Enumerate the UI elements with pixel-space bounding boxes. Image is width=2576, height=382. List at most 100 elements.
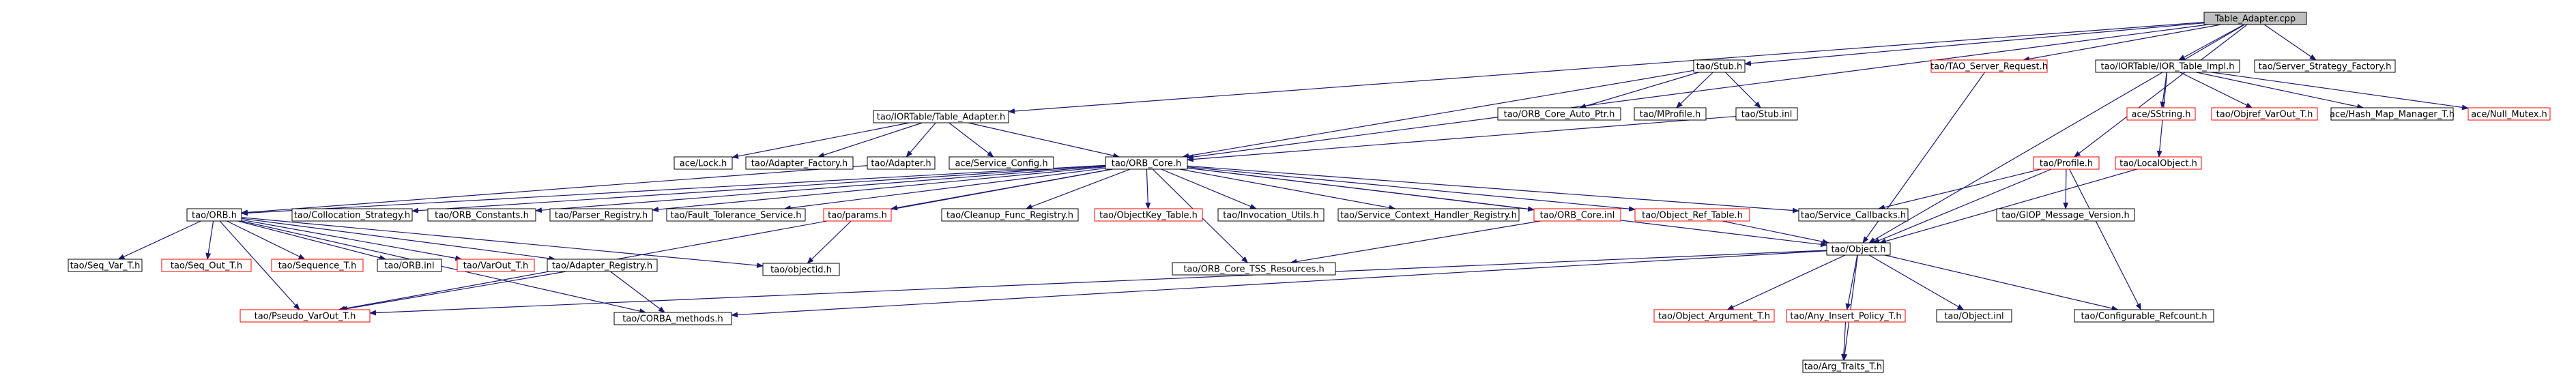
node-box — [1693, 59, 1746, 73]
node-label: tao/ORB.inl — [384, 261, 434, 271]
edge-orb_h-to-adapter_registry — [241, 218, 556, 261]
node-label: tao/Object.h — [1831, 245, 1885, 255]
node-orb-core-inl[interactable]: tao/ORB_Core.inl — [1533, 208, 1621, 222]
node-orb-core-h[interactable]: tao/ORB_Core.h — [1105, 156, 1188, 170]
node-objectkey-table[interactable]: tao/ObjectKey_Table.h — [1094, 208, 1203, 222]
node-corba-methods[interactable]: tao/CORBA_methods.h — [613, 312, 732, 325]
node-label: tao/ORB.h — [192, 211, 237, 221]
edge-orb_h-to-orb_inl — [237, 220, 387, 261]
edge-orb_h-to-varout_t — [241, 219, 463, 261]
node-tao-server-request[interactable]: tao/TAO_Server_Request.h — [1930, 59, 2048, 73]
node-varout-t[interactable]: tao/VarOut_T.h — [457, 259, 535, 272]
edge-ior_table_adapter-to-orb_core_h — [968, 122, 1120, 158]
node-box — [1798, 208, 1909, 222]
node-orb-core-tss[interactable]: tao/ORB_Core_TSS_Resources.h — [1172, 262, 1336, 276]
node-object-ref-table[interactable]: tao/Object_Ref_Table.h — [1634, 208, 1750, 222]
edge-adapter_h-to-orb_h — [241, 165, 868, 216]
node-box — [1172, 262, 1336, 276]
node-box — [1634, 107, 1707, 121]
node-service-callbacks[interactable]: tao/Service_Callbacks.h — [1798, 208, 1909, 222]
edge-object_h-to-corba_methods — [731, 250, 1827, 318]
node-box — [1094, 208, 1203, 222]
node-object-inl[interactable]: tao/Object.inl — [1936, 309, 2012, 323]
edge-orb_core_inl-to-orb_core_tss — [1290, 220, 1541, 265]
edge-root-to-profile_h — [2073, 24, 2248, 158]
node-box — [1786, 309, 1906, 323]
node-objectid[interactable]: tao/objectid.h — [762, 263, 840, 276]
node-cleanup-func-registry[interactable]: tao/Cleanup_Func_Registry.h — [941, 208, 1079, 222]
node-fault-tolerance[interactable]: tao/Fault_Tolerance_Service.h — [666, 208, 806, 222]
node-box — [867, 156, 936, 170]
edge-orb_core_h-to-fault_tolerance — [783, 167, 1106, 211]
node-label: tao/ORB_Core.h — [1112, 159, 1182, 169]
node-objref-varout[interactable]: tao/Objref_VarOut_T.h — [2211, 107, 2318, 121]
node-collocation-strategy[interactable]: tao/Collocation_Strategy.h — [291, 208, 413, 222]
edge-root-to-orb_core_h — [1187, 24, 2209, 160]
edge-orb_core_h-to-collocation_strategy — [411, 165, 1106, 214]
node-sequence-t[interactable]: tao/Sequence_T.h — [271, 259, 364, 272]
node-label: tao/ORB_Constants.h — [435, 211, 529, 221]
node-box — [762, 263, 840, 276]
node-box — [291, 208, 413, 222]
node-configurable-refcount[interactable]: tao/Configurable_Refcount.h — [2074, 309, 2214, 323]
node-params-h[interactable]: tao/params.h — [823, 208, 892, 222]
node-stub-inl[interactable]: tao/Stub.inl — [1735, 107, 1798, 121]
node-local-object[interactable]: tao/LocalObject.h — [2115, 156, 2202, 170]
node-service-context-handler[interactable]: tao/Service_Context_Handler_Registry.h — [1337, 208, 1520, 222]
node-null-mutex[interactable]: ace/Null_Mutex.h — [2468, 107, 2551, 121]
node-adapter-factory[interactable]: tao/Adapter_Factory.h — [745, 156, 854, 170]
node-box — [1802, 359, 1884, 373]
node-label: ace/Null_Mutex.h — [2471, 110, 2547, 120]
node-adapter-registry[interactable]: tao/Adapter_Registry.h — [547, 259, 658, 272]
node-orb-core-auto-ptr[interactable]: tao/ORB_Core_Auto_Ptr.h — [1497, 107, 1621, 121]
node-label: tao/IORTable/IOR_Table_Impl.h — [2101, 62, 2235, 72]
edge-orb_h-to-sequence_t — [227, 220, 306, 260]
node-pseudo-varout[interactable]: tao/Pseudo_VarOut_T.h — [240, 309, 371, 323]
node-label: tao/ORB_Core.inl — [1540, 211, 1615, 221]
node-object-h[interactable]: tao/Object.h — [1826, 242, 1891, 256]
node-tao-server-strategy-factory[interactable]: tao/Server_Strategy_Factory.h — [2254, 59, 2396, 73]
node-box — [613, 312, 732, 325]
node-adapter-h[interactable]: tao/Adapter.h — [867, 156, 936, 170]
node-arg-traits[interactable]: tao/Arg_Traits_T.h — [1802, 359, 1884, 373]
edge-object_ref_table-to-object_h — [1722, 220, 1829, 245]
node-profile-h[interactable]: tao/Profile.h — [2033, 156, 2100, 170]
node-ior-table-impl[interactable]: tao/IORTable/IOR_Table_Impl.h — [2095, 59, 2240, 73]
node-box — [2468, 107, 2551, 121]
node-label: tao/Adapter.h — [871, 159, 931, 169]
node-orb-constants[interactable]: tao/ORB_Constants.h — [427, 208, 536, 222]
edge-profile_h-to-service_callbacks — [1877, 168, 2042, 210]
node-box — [941, 208, 1079, 222]
node-parser-registry[interactable]: tao/Parser_Registry.h — [549, 208, 653, 222]
node-object-argument[interactable]: tao/Object_Argument_T.h — [1653, 309, 1775, 323]
node-box — [745, 156, 854, 170]
node-service-config[interactable]: ace/Service_Config.h — [949, 156, 1054, 170]
node-box — [457, 259, 535, 272]
node-label: tao/Adapter_Factory.h — [751, 159, 848, 169]
node-ior-table-adapter[interactable]: tao/IORTable/Table_Adapter.h — [873, 110, 1009, 123]
edge-object_h-to-arg_traits — [1842, 254, 1858, 361]
edge-orb_core_h-to-object_h — [1187, 167, 1827, 248]
node-hash-map-manager[interactable]: ace/Hash_Map_Manager_T.h — [2330, 107, 2455, 121]
node-orb-inl[interactable]: tao/ORB.inl — [377, 259, 442, 272]
edge-orb_core_h-to-objectkey_table — [1145, 168, 1151, 209]
node-box — [1996, 208, 2135, 222]
node-label: tao/objectid.h — [770, 265, 832, 276]
node-any-insert-policy[interactable]: tao/Any_Insert_Policy_T.h — [1786, 309, 1906, 323]
node-label: ace/Service_Config.h — [955, 159, 1047, 169]
node-seq-out[interactable]: tao/Seq_Out_T.h — [161, 259, 252, 272]
node-ace-lock[interactable]: ace/Lock.h — [674, 156, 733, 170]
edge-ior_table_impl-to-sstring — [2160, 72, 2167, 108]
edge-object_h-to-pseudo_varout — [369, 250, 1827, 316]
node-tao-stub-h[interactable]: tao/Stub.h — [1693, 59, 1746, 73]
node-sstring[interactable]: ace/SString.h — [2126, 107, 2196, 121]
node-label: ace/SString.h — [2132, 110, 2191, 120]
node-invocation-utils[interactable]: tao/Invocation_Utils.h — [1217, 208, 1325, 222]
node-orb-h[interactable]: tao/ORB.h — [186, 208, 242, 222]
node-label: tao/Seq_Var_T.h — [70, 261, 141, 271]
node-root[interactable]: Table_Adapter.cpp — [2203, 12, 2307, 25]
node-seq-var[interactable]: tao/Seq_Var_T.h — [68, 259, 143, 272]
node-label: tao/Object.inl — [1944, 312, 2003, 322]
node-giop-message-version[interactable]: tao/GIOP_Message_Version.h — [1996, 208, 2135, 222]
node-mprofile[interactable]: tao/MProfile.h — [1634, 107, 1707, 121]
